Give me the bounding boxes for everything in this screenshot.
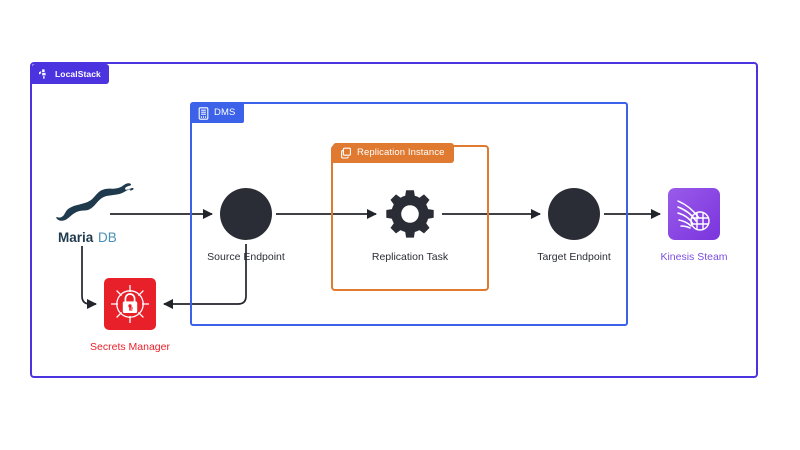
node-target-endpoint-label: Target Endpoint [537,251,611,263]
lock-target-icon [104,278,156,330]
kinesis-stream-icon [668,188,720,240]
badge-localstack: LocalStack [32,64,109,84]
container-localstack [30,62,758,378]
node-secrets-manager-label: Secrets Manager [90,341,170,353]
node-replication-task[interactable]: Replication Task [372,188,448,263]
node-source-endpoint-label: Source Endpoint [207,251,285,263]
connector-source-to-secrets [162,244,247,310]
svg-text:Maria: Maria [58,230,94,245]
localstack-icon [38,68,50,80]
database-stack-icon [198,106,209,120]
badge-dms: DMS [192,103,245,123]
badge-localstack-label: LocalStack [55,68,101,79]
node-secrets-manager[interactable]: Secrets Manager [90,278,170,353]
node-source-endpoint[interactable]: Source Endpoint [207,188,285,263]
node-kinesis-stream[interactable]: Kinesis Steam [660,188,728,263]
gear-icon [384,188,436,240]
mariadb-seal-icon [52,183,136,228]
svg-text:DB: DB [98,230,117,245]
circle-node-icon [548,188,600,240]
copy-icon [340,147,352,159]
node-target-endpoint[interactable]: Target Endpoint [537,188,611,263]
circle-node-icon [220,188,272,240]
node-mariadb[interactable]: Maria DB [52,183,136,245]
node-replication-task-label: Replication Task [371,251,449,263]
badge-replication-instance: Replication Instance [333,143,454,163]
connector-mariadb-to-secrets [81,246,98,310]
node-mariadb-label: Maria DB [58,230,130,245]
container-dms [190,102,628,326]
badge-dms-label: DMS [214,107,236,119]
badge-replication-instance-label: Replication Instance [357,147,445,159]
node-kinesis-stream-label: Kinesis Steam [660,251,728,263]
